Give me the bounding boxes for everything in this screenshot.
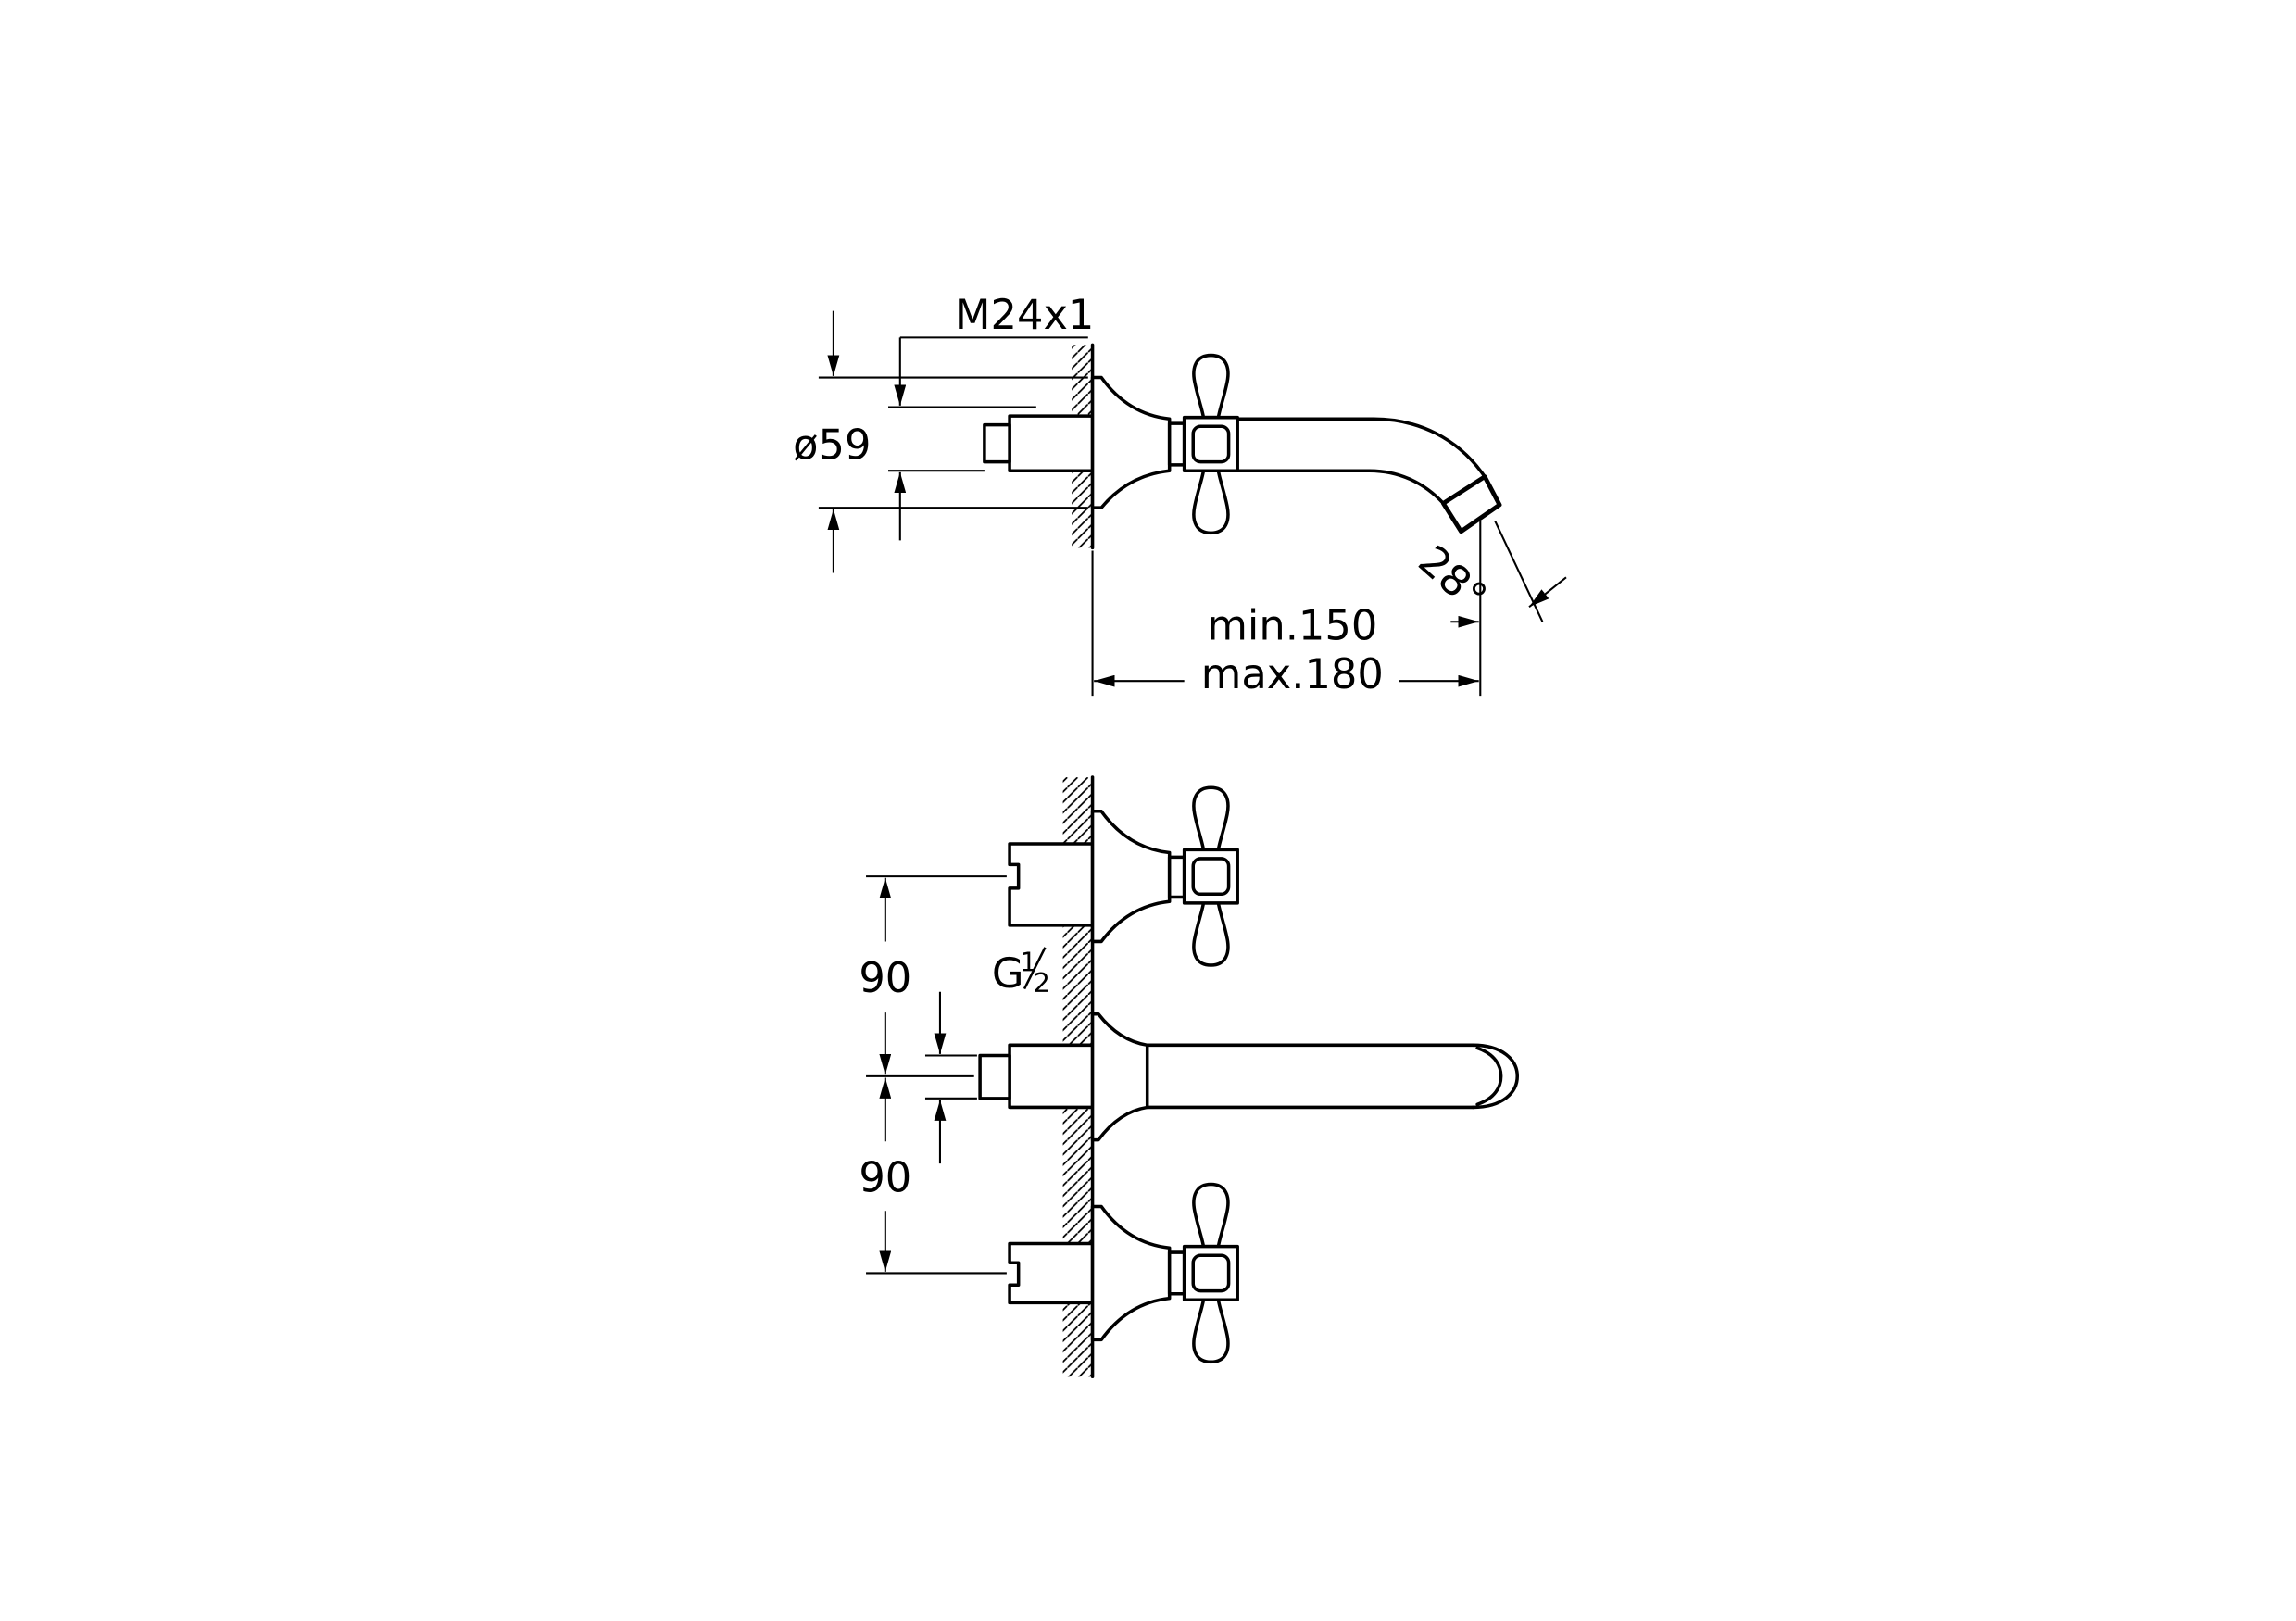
angle-arrow	[1528, 576, 1567, 609]
spout-angle-label: 28°	[1410, 535, 1497, 621]
handle-lever-bottom	[1192, 901, 1230, 967]
escutcheon-flange	[1090, 810, 1172, 944]
valve-neck	[1167, 855, 1186, 899]
spout-pipe	[1145, 1043, 1475, 1110]
valve-body-stub	[1008, 842, 1095, 927]
thread-label: M24x1	[955, 290, 1094, 339]
lower-spacing-label: 90	[859, 1153, 911, 1202]
spout-end-rim	[1475, 1046, 1503, 1106]
dimension-flange-diameter: ø59	[793, 310, 1088, 573]
upper-valve	[1008, 785, 1239, 967]
flange-diameter-label: ø59	[793, 420, 871, 469]
handle-lever-top	[1192, 785, 1230, 852]
stub-thread-end	[983, 422, 1011, 464]
angle-extension-line	[1494, 521, 1544, 622]
spout-end-cap	[1471, 1043, 1520, 1110]
escutcheon-flange	[1090, 375, 1172, 509]
escutcheon-flange	[1090, 1204, 1172, 1342]
handle-hub-inner	[1191, 1253, 1231, 1293]
spout-side-view	[1236, 417, 1502, 534]
projection-max-label: max.180	[1201, 649, 1384, 698]
spout-aerator	[1440, 474, 1502, 534]
spout-plan-view	[978, 1012, 1520, 1142]
inlet-thread-fraction-slash	[1023, 947, 1047, 990]
handle-lever-bottom	[1192, 1298, 1230, 1364]
inlet-thread-label: G 1 2	[992, 946, 1050, 998]
stub-body	[1008, 414, 1095, 472]
dimension-valve-spacing: 90 90	[859, 875, 1007, 1275]
dimension-projection: min.150 max.180	[1091, 521, 1482, 698]
cross-handle	[1182, 353, 1239, 535]
handle-hub-inner	[1191, 857, 1231, 897]
escutcheon-flange	[1090, 1012, 1149, 1142]
handle-lever-top	[1192, 1182, 1230, 1249]
handle-lever-bottom	[1192, 469, 1230, 535]
upper-spacing-label: 90	[859, 953, 911, 1002]
projection-min-label: min.150	[1207, 600, 1377, 649]
valve-neck	[1167, 1250, 1186, 1296]
spout-inner-edge	[1236, 469, 1446, 506]
valve-body-stub	[1008, 1241, 1095, 1305]
handle-hub-inner	[1191, 424, 1231, 464]
plan-view: 90 90 G 1 2	[859, 775, 1520, 1379]
dimension-inlet-thread: G 1 2	[924, 946, 1050, 1164]
concealed-body-stub	[983, 414, 1095, 472]
lower-valve	[1008, 1182, 1239, 1364]
spout-outer-edge	[1236, 417, 1487, 479]
valve-neck	[1167, 421, 1186, 467]
inlet-thread-denominator: 2	[1034, 967, 1050, 999]
spout-body-stub	[1008, 1043, 1095, 1110]
handle-lever-top	[1192, 353, 1230, 420]
dimension-thread: M24x1	[888, 290, 1094, 541]
spout-thread-end	[978, 1053, 1011, 1100]
inlet-thread-prefix: G	[992, 949, 1024, 998]
side-view: ø59 M24x1 28° min.150 max.180	[793, 290, 1567, 698]
dimension-spout-angle: 28°	[1410, 521, 1567, 628]
